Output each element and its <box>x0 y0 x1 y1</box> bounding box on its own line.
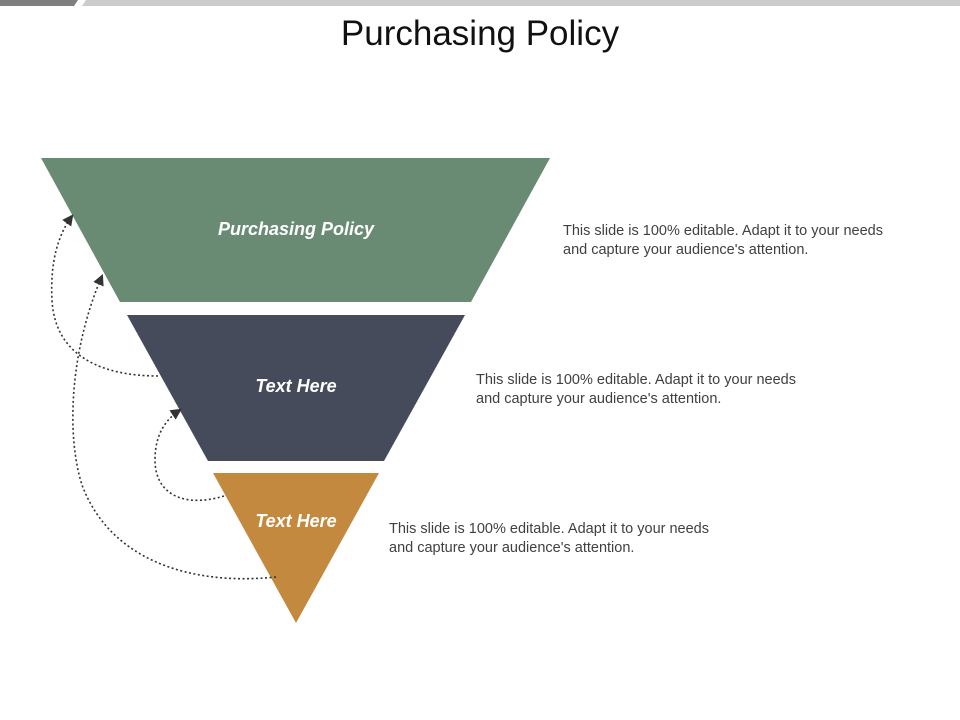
funnel-tier-2-label: Text Here <box>255 376 336 396</box>
tier-3-description: This slide is 100% editable. Adapt it to… <box>389 521 709 556</box>
tier-1-description: This slide is 100% editable. Adapt it to… <box>563 223 883 258</box>
funnel-tier-1 <box>41 158 550 302</box>
funnel-tier-1-label: Purchasing Policy <box>218 219 375 239</box>
connector-arrow-tier2-to-tier1 <box>50 214 159 377</box>
tier-2-description: This slide is 100% editable. Adapt it to… <box>476 372 796 407</box>
funnel-tier-3-label: Text Here <box>255 511 336 531</box>
top-accent-bar <box>0 0 960 6</box>
funnel-tier-3 <box>213 473 379 623</box>
top-bar-light-segment <box>82 0 960 6</box>
page-title: Purchasing Policy <box>340 14 620 53</box>
connector-arrow-tier3-to-tier2 <box>154 408 225 502</box>
funnel-tier-2 <box>127 315 465 461</box>
top-bar-dark-segment <box>0 0 78 6</box>
